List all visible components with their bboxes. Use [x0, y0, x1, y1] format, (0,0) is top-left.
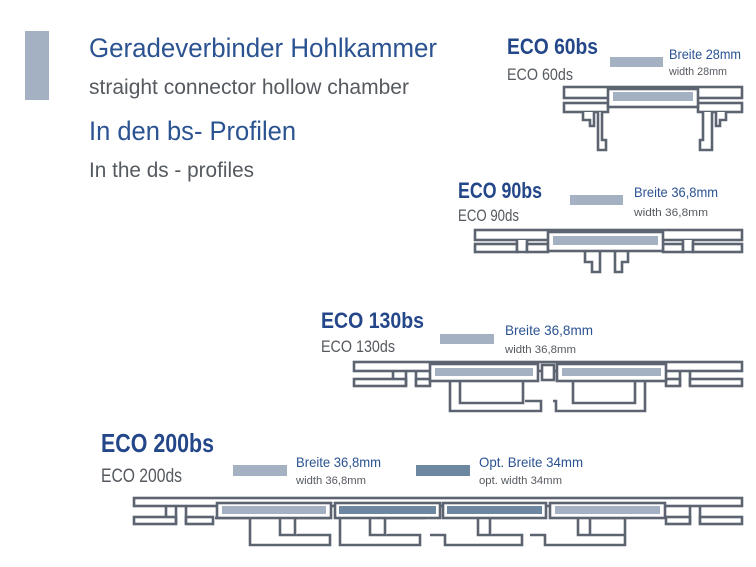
optional-connector-bar [339, 506, 436, 514]
width-label-de: Breite 36,8mm [505, 322, 593, 338]
connector-bar [553, 236, 658, 245]
opt-width-label-en: opt. width 34mm [479, 475, 562, 487]
model-name-ds: ECO 130ds [321, 337, 395, 356]
model-name-ds: ECO 90ds [458, 206, 519, 225]
optional-connector-bar [447, 506, 542, 514]
connector-bar [435, 368, 533, 376]
profile-eco-90: ECO 90bs ECO 90ds Breite 36,8mm width 36… [458, 178, 744, 274]
width-label-de: Breite 36,8mm [296, 454, 381, 470]
profile-cross-section [352, 360, 744, 413]
accent-bar [25, 31, 49, 100]
profile-cross-section [132, 496, 744, 547]
connector-legend-swatch [610, 57, 663, 67]
optional-connector-legend-swatch [416, 465, 470, 476]
connector-bar [555, 506, 660, 514]
width-label-en: width 36,8mm [504, 344, 576, 356]
connector-legend-swatch [233, 465, 287, 476]
model-name-bs: ECO 130bs [321, 308, 424, 333]
profile-cross-section [473, 228, 744, 274]
width-label-en: width 36,8mm [633, 207, 708, 219]
profile-eco-200: ECO 200bs ECO 200ds Breite 36,8mm width … [101, 428, 744, 547]
model-name-bs: ECO 90bs [458, 178, 542, 203]
model-name-ds: ECO 200ds [101, 466, 182, 487]
model-name-bs: ECO 200bs [101, 428, 214, 458]
connector-legend-swatch [570, 195, 623, 205]
connector-bar [562, 368, 661, 376]
model-name-bs: ECO 60bs [507, 34, 598, 59]
title-de: Geradeverbinder Hohlkammer [89, 33, 437, 63]
profile-eco-60: ECO 60bs ECO 60ds Breite 28mm width 28mm [507, 34, 744, 152]
width-label-en: width 28mm [668, 66, 727, 78]
profile-cross-section [562, 85, 744, 152]
connector-legend-swatch [440, 334, 494, 344]
width-label-de: Breite 36,8mm [634, 184, 718, 200]
connector-bar [222, 506, 326, 514]
subtitle-en: In the ds - profiles [89, 159, 254, 182]
width-label-en: width 36,8mm [295, 475, 366, 487]
opt-width-label-de: Opt. Breite 34mm [479, 454, 583, 470]
profile-eco-130: ECO 130bs ECO 130ds Breite 36,8mm width … [321, 308, 744, 413]
connector-bar [613, 92, 693, 101]
width-label-de: Breite 28mm [669, 46, 741, 62]
subtitle-de: In den bs- Profilen [89, 116, 296, 146]
title-en: straight connector hollow chamber [89, 76, 409, 99]
model-name-ds: ECO 60ds [507, 65, 573, 84]
